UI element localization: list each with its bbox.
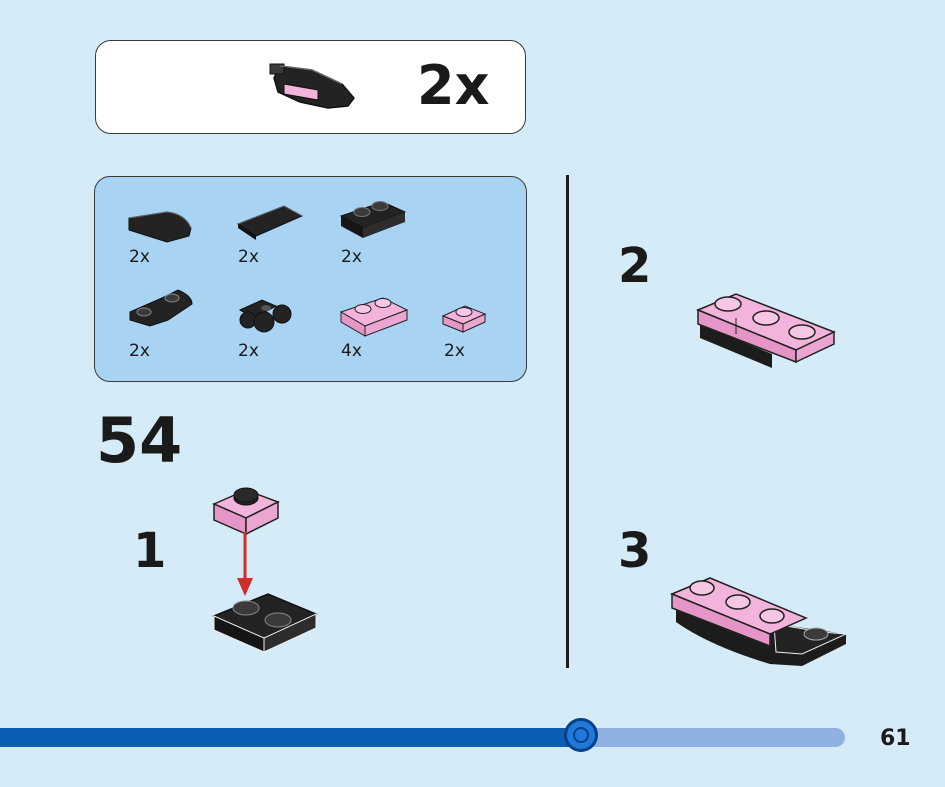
black-clip-plate-icon xyxy=(238,299,292,333)
submodel-quantity: 2x xyxy=(417,54,490,117)
progress-fill xyxy=(0,728,585,747)
part-quantity: 2x xyxy=(444,341,465,361)
page-number: 61 xyxy=(880,726,911,751)
part-quantity: 2x xyxy=(341,247,362,267)
part-quantity: 4x xyxy=(341,341,362,361)
part-quantity: 2x xyxy=(238,341,259,361)
substep-number: 3 xyxy=(618,523,652,579)
part-quantity: 2x xyxy=(129,341,150,361)
progress-knob xyxy=(564,718,598,752)
submodel-complete-icon xyxy=(670,577,848,666)
black-plate-1x2-icon xyxy=(339,201,407,238)
substep-number: 1 xyxy=(133,523,167,579)
parts-list xyxy=(94,176,527,382)
assembly-arrow-icon xyxy=(237,532,253,596)
pink-plate-1x1-icon xyxy=(212,487,280,536)
substep-number: 2 xyxy=(618,238,652,294)
part-quantity: 2x xyxy=(129,247,150,267)
part-quantity: 2x xyxy=(238,247,259,267)
pink-plate-assembly-icon xyxy=(696,293,836,368)
black-plate-1x2-icon xyxy=(212,593,318,653)
page-step-number: 54 xyxy=(96,404,183,477)
pink-plate-1x1-icon xyxy=(441,305,487,333)
black-curved-slope-stud-icon xyxy=(129,289,193,327)
black-curved-slope-icon xyxy=(128,211,192,243)
black-tile-1x2-icon xyxy=(236,205,304,240)
step-divider xyxy=(566,175,569,668)
pink-plate-1x2-icon xyxy=(339,297,409,337)
